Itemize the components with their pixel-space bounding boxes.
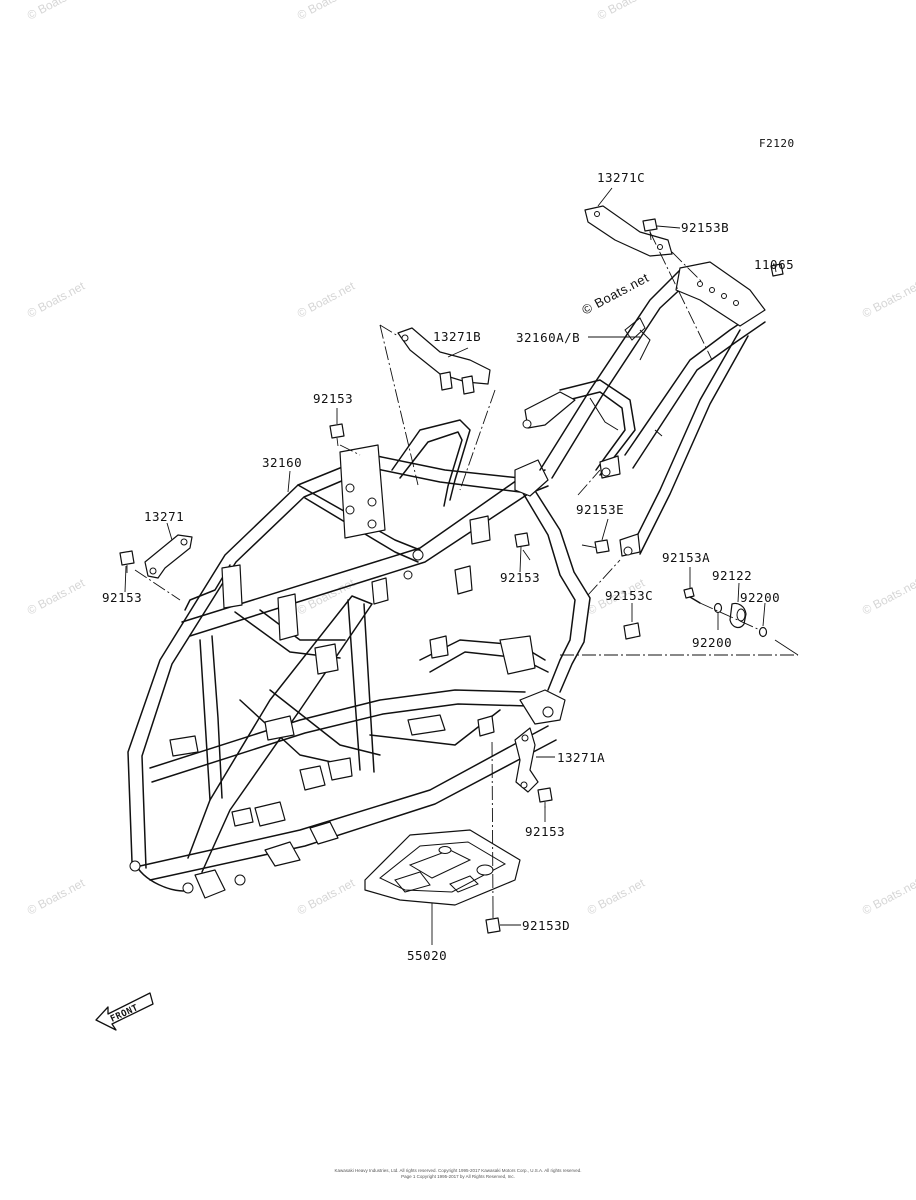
frame-mount-hole	[129, 860, 141, 872]
frame-mount-hole	[345, 505, 355, 515]
watermark: © Boats.net	[860, 875, 916, 917]
part-label-92153-top: 92153	[313, 391, 353, 406]
part-label-92153-low: 92153	[525, 824, 565, 839]
bracket-hole	[180, 538, 188, 546]
part-label-32160: 32160	[262, 455, 302, 470]
footer-copyright-line2: Page 1 Copyright 1995-2017 by All Rights…	[401, 1174, 515, 1179]
bolt-92153a	[683, 587, 701, 604]
frame-mount-hole	[601, 467, 611, 477]
skid-plate-hole	[438, 846, 452, 854]
bracket-hole	[657, 244, 663, 250]
rear-frame-32160ab	[522, 261, 766, 557]
part-label-13271b: 13271B	[433, 329, 481, 344]
frame-mount-hole	[697, 281, 703, 287]
frame-mount-hole	[623, 546, 633, 556]
bracket-hole	[594, 211, 600, 217]
part-label-92200-bottom: 92200	[692, 635, 732, 650]
part-label-13271a: 13271A	[557, 750, 605, 765]
footer-copyright: Kawasaki Heavy Industries, Ltd. All righ…	[334, 1168, 581, 1173]
part-label-92200-right: 92200	[740, 590, 780, 605]
watermark: © Boats.net	[25, 575, 88, 617]
bolt-92153-mid	[514, 532, 530, 548]
frame-mount-hole	[709, 287, 715, 293]
frame-mount-hole	[345, 483, 355, 493]
watermark: © Boats.net	[25, 278, 88, 320]
frame-mount-hole	[234, 874, 246, 886]
bolt-92153c	[623, 622, 641, 640]
part-label-32160ab: 32160A/B	[516, 330, 580, 345]
watermark: © Boats.net	[585, 875, 648, 917]
assembly-lines	[134, 231, 799, 911]
bracket-hole	[520, 781, 528, 789]
washer-92200	[713, 602, 768, 638]
part-label-92153c: 92153C	[605, 588, 653, 603]
bracket-hole	[149, 567, 157, 575]
bracket-13271b	[397, 327, 491, 395]
part-label-55020: 55020	[407, 948, 447, 963]
frame-mount-hole	[367, 519, 377, 529]
bolt-92153e	[594, 539, 610, 554]
front-direction-arrow: FRONT	[95, 992, 154, 1031]
part-label-92153d: 92153D	[522, 918, 570, 933]
watermark: © Boats.net	[295, 278, 358, 320]
skid-plate-hole	[476, 864, 494, 876]
frame-mount-hole	[182, 882, 194, 894]
frame-mount-hole	[522, 419, 532, 429]
part-label-92153a: 92153A	[662, 550, 710, 565]
part-label-92153-mid: 92153	[500, 570, 540, 585]
watermark: © Boats.net	[295, 875, 358, 917]
bushing-bore	[736, 608, 746, 622]
watermark: © Boats.net	[860, 278, 916, 320]
part-label-11065: 11065	[754, 257, 794, 272]
frame-mount-hole	[412, 549, 424, 561]
part-label-92153b: 92153B	[681, 220, 729, 235]
watermark-rotated: © Boats.net	[579, 270, 651, 318]
part-label-92153-left: 92153	[102, 590, 142, 605]
bracket-13271a	[514, 727, 539, 793]
nut-11065	[770, 263, 784, 277]
bolt-92153b	[642, 218, 658, 241]
part-label-13271c: 13271C	[597, 170, 645, 185]
bushing-92122	[729, 602, 747, 629]
bracket-hole	[521, 734, 529, 742]
watermark: © Boats.net	[860, 575, 916, 617]
part-labels: 13271C 92153B 11065 13271B 32160A/B 9215…	[102, 170, 794, 963]
bracket-13271c	[584, 205, 673, 257]
frame-mount-hole	[367, 497, 377, 507]
bolt-92153-low	[537, 787, 553, 808]
part-label-92153e: 92153E	[576, 502, 624, 517]
bracket-hole	[401, 334, 409, 342]
part-label-92122: 92122	[712, 568, 752, 583]
skid-plate-55020	[364, 829, 521, 906]
figure-code: F2120	[759, 137, 795, 150]
bolt-92153-left	[119, 550, 135, 573]
part-label-13271: 13271	[144, 509, 184, 524]
watermark: © Boats.net	[595, 0, 658, 23]
frame-mount-hole	[721, 293, 727, 299]
bolt-92153-top	[329, 423, 345, 447]
frame-mount-hole	[542, 706, 554, 718]
bracket-13271	[144, 534, 193, 579]
leader-lines	[124, 187, 777, 945]
frame-mount-hole	[733, 300, 739, 306]
watermark: © Boats.net	[25, 0, 88, 23]
main-frame-32160	[127, 419, 591, 899]
bolt-92153d	[485, 910, 501, 934]
watermark: © Boats.net	[25, 875, 88, 917]
frame-mount-hole	[403, 570, 413, 580]
watermark: © Boats.net	[295, 0, 358, 23]
